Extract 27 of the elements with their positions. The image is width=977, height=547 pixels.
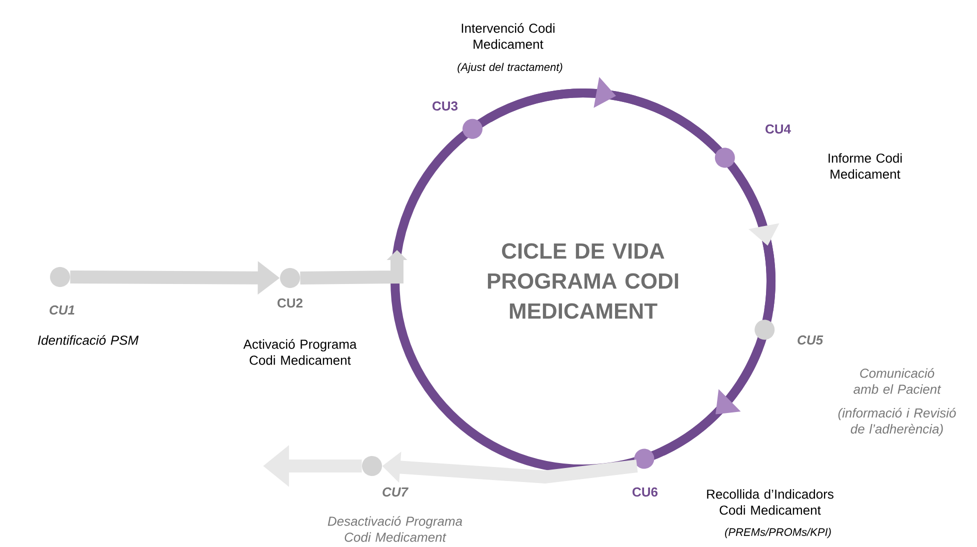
dot xyxy=(634,448,654,469)
arrow xyxy=(486,76,714,147)
case-label: CU3 xyxy=(432,101,458,111)
arrow xyxy=(660,346,763,456)
step-description: (PREMs/PROMs/KPI) xyxy=(725,528,831,538)
arrow xyxy=(733,170,780,311)
step-description: Identificació PSM xyxy=(38,335,139,345)
step-description: Activació Programa Codi Medicament xyxy=(243,339,357,365)
dot xyxy=(462,118,482,139)
step-description: Recollida d’Indicadors Codi Medicament xyxy=(707,489,834,515)
case-label: CU7 xyxy=(382,487,408,497)
step-description: (Ajust del tractament) xyxy=(458,62,562,74)
dot xyxy=(50,267,70,287)
case-label: CU4 xyxy=(766,124,791,134)
dot xyxy=(362,456,382,476)
case-label: CU5 xyxy=(798,335,824,345)
dot xyxy=(280,268,300,288)
case-label: Intervenció Codi Medicament xyxy=(462,23,554,49)
case-label: CU2 xyxy=(278,298,302,308)
dot xyxy=(714,148,735,168)
step-description: Desactivació Programa Codi Medicament xyxy=(328,516,462,542)
dot xyxy=(754,320,775,340)
case-label: CU6 xyxy=(632,487,658,497)
step-description: Comunicació amb el Pacient xyxy=(854,368,942,394)
case-label: CU1 xyxy=(50,305,74,315)
step-description: (informació i Revisió de l’adherència) xyxy=(838,408,956,436)
step-description: Informe Codi Medicament xyxy=(828,153,902,179)
